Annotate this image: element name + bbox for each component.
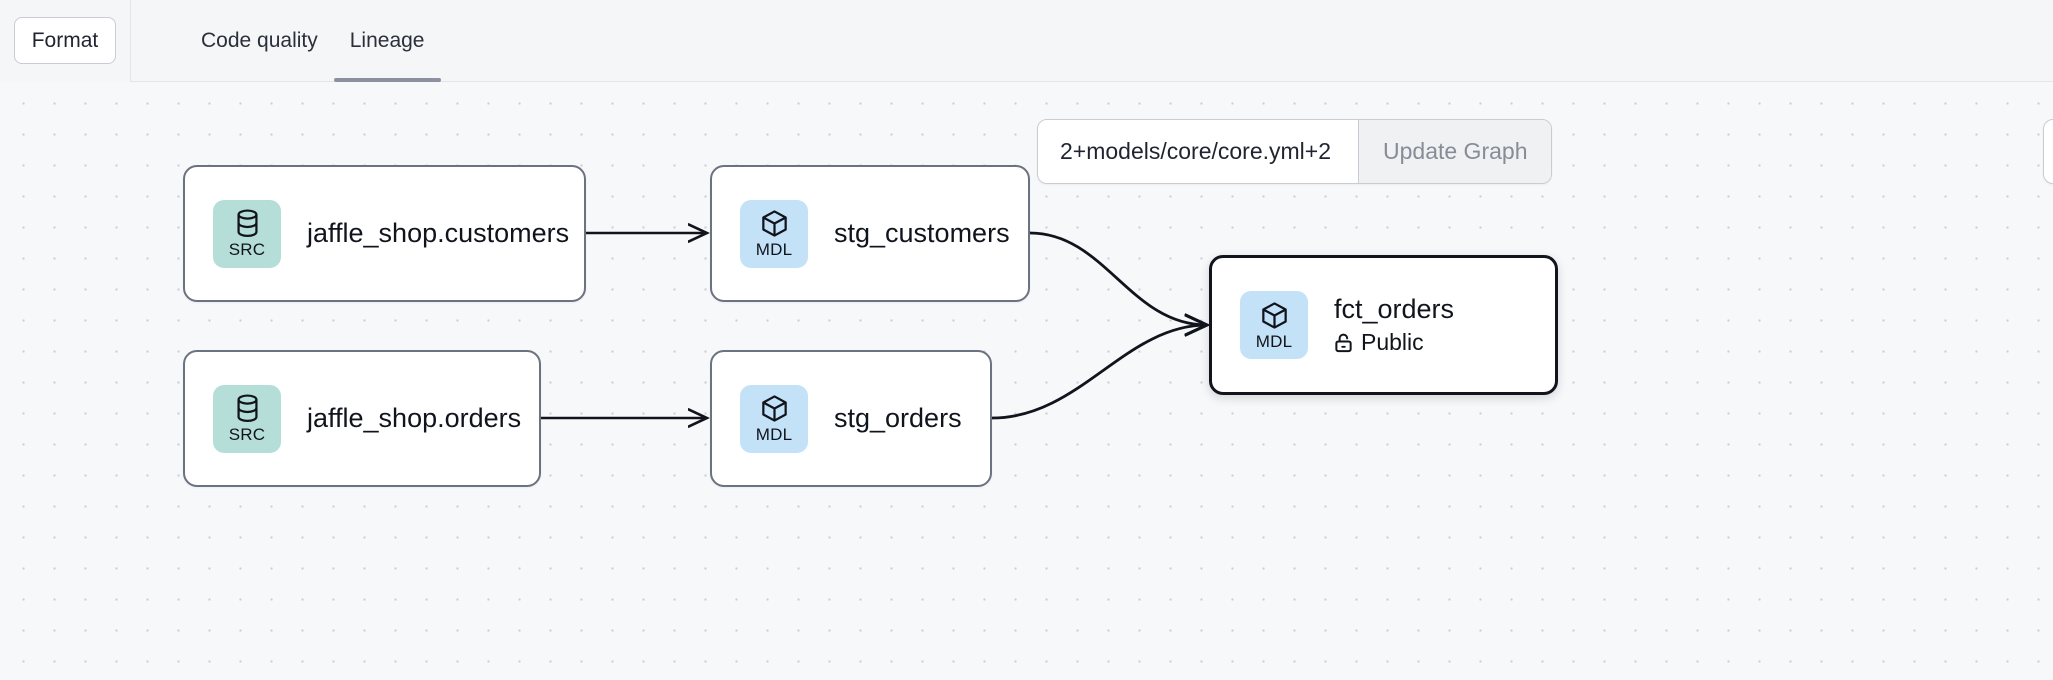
lineage-node-src-orders[interactable]: SRC jaffle_shop.orders	[183, 350, 541, 487]
format-button[interactable]: Format	[13, 17, 117, 64]
node-title: stg_orders	[834, 402, 962, 433]
cube-icon	[760, 209, 789, 238]
node-badge-label: MDL	[755, 240, 793, 259]
node-text-block: jaffle_shop.orders	[307, 403, 521, 434]
update-graph-button[interactable]: Update Graph	[1358, 120, 1552, 183]
top-toolbar: Format Code quality Lineage	[0, 0, 2053, 82]
edge-stg-customers-to-fct-orders	[1029, 231, 1207, 325]
lineage-node-stg-orders[interactable]: MDL stg_orders	[710, 350, 992, 487]
tab-lineage[interactable]: Lineage	[333, 0, 441, 82]
node-badge-mdl: MDL	[1240, 291, 1308, 359]
toolbar-left-section: Format	[0, 0, 131, 82]
lineage-canvas[interactable]: SRC jaffle_shop.customers MDL stg_custom…	[0, 82, 2053, 680]
node-badge-label: MDL	[1255, 331, 1293, 351]
node-badge-mdl: MDL	[740, 384, 808, 453]
unlock-icon	[1334, 332, 1353, 353]
node-text-block: stg_customers	[834, 218, 1010, 249]
node-title: stg_customers	[834, 217, 1010, 248]
database-icon	[234, 394, 261, 423]
node-badge-src: SRC	[213, 199, 281, 268]
edge-stg-orders-to-fct-orders	[991, 325, 1207, 420]
node-text-block: fct_orders Public	[1334, 294, 1454, 356]
node-badge-label: SRC	[228, 240, 266, 259]
lineage-node-stg-customers[interactable]: MDL stg_customers	[710, 165, 1030, 302]
node-badge-label: SRC	[228, 425, 266, 444]
cube-icon	[1260, 301, 1289, 330]
node-text-block: stg_orders	[834, 403, 962, 434]
node-title: fct_orders	[1334, 293, 1455, 324]
node-title: jaffle_shop.orders	[307, 402, 522, 433]
node-title: jaffle_shop.customers	[307, 217, 570, 248]
cube-icon	[760, 394, 789, 423]
node-badge-mdl: MDL	[740, 199, 808, 268]
node-access-badge: Public	[1334, 329, 1454, 356]
node-access-label: Public	[1361, 329, 1424, 356]
node-badge-label: MDL	[755, 425, 793, 444]
graph-selector-control: Update Graph	[1037, 119, 1553, 184]
tab-code-quality[interactable]: Code quality	[201, 28, 318, 52]
node-badge-src: SRC	[213, 384, 281, 453]
lineage-node-fct-orders[interactable]: MDL fct_orders Public	[1209, 255, 1558, 395]
edge-layer	[541, 82, 2053, 680]
lineage-node-src-customers[interactable]: SRC jaffle_shop.customers	[183, 165, 586, 302]
tab-bar: Code quality Lineage	[131, 0, 441, 82]
node-selector-input[interactable]	[1038, 120, 1358, 183]
database-icon	[234, 209, 261, 238]
node-text-block: jaffle_shop.customers	[307, 218, 569, 249]
canvas-side-panel[interactable]	[2043, 119, 2053, 184]
